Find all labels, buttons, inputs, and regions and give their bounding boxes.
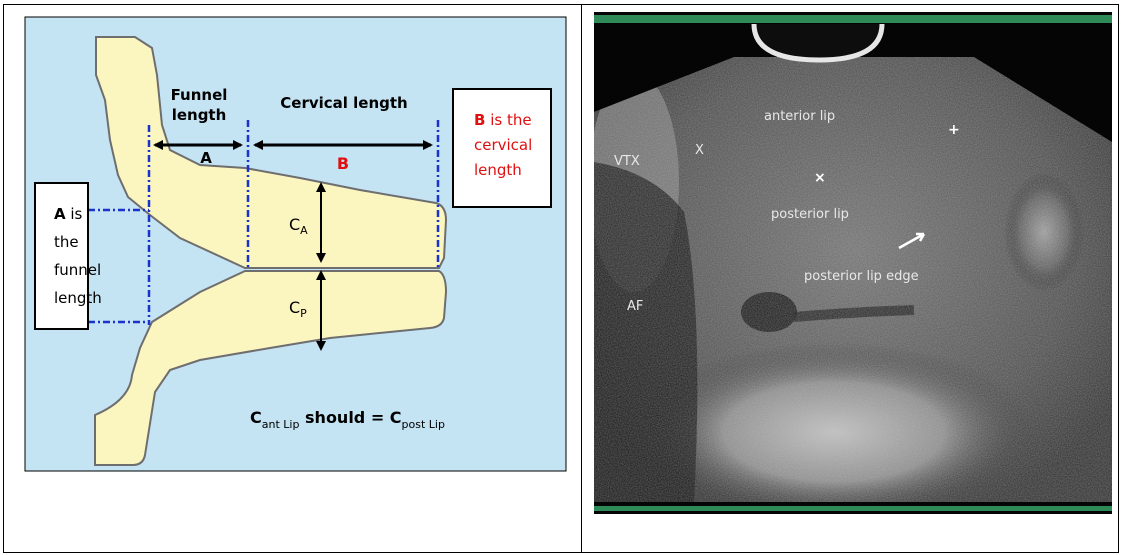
label-x: X xyxy=(695,143,704,158)
funnel-length-label-line2: length xyxy=(172,106,227,124)
funnel-length-label-line1: Funnel xyxy=(171,86,228,104)
probe-outline xyxy=(754,24,882,60)
caliper-mark-posterior: × xyxy=(814,170,826,186)
b-box-line1: B is the xyxy=(474,111,532,129)
label-af: AF xyxy=(627,299,643,314)
marker-a-label: A xyxy=(200,149,212,167)
label-posterior-lip-edge: posterior lip edge xyxy=(804,269,919,284)
caliper-mark-anterior: + xyxy=(948,122,960,138)
cervical-length-label: Cervical length xyxy=(280,94,407,112)
a-box-line1: A is xyxy=(54,205,83,223)
a-box-line3: funnel xyxy=(54,261,101,279)
label-vtx: VTX xyxy=(614,154,640,169)
a-box-line4: length xyxy=(54,289,102,307)
label-posterior-lip: posterior lip xyxy=(771,207,849,222)
ultrasound-bottom-bar xyxy=(594,506,1112,511)
b-box-line3: length xyxy=(474,161,522,179)
ultrasound-top-bar xyxy=(594,15,1112,23)
b-box-line2: cervical xyxy=(474,136,532,154)
label-anterior-lip: anterior lip xyxy=(764,109,835,124)
marker-b-label: B xyxy=(337,154,349,173)
ultrasound-image: anterior lip VTX X posterior lip posteri… xyxy=(594,12,1112,514)
a-box-line2: the xyxy=(54,233,79,251)
